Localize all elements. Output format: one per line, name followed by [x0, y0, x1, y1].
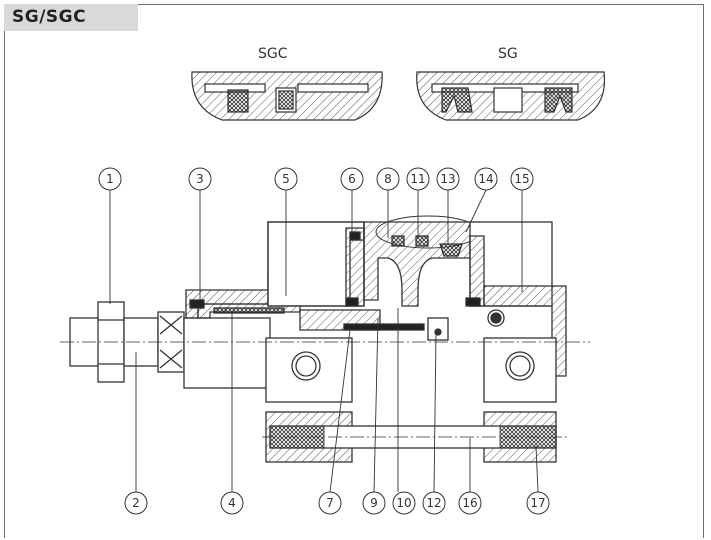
variant-label-sg: SG [498, 46, 518, 62]
callout-8 [376, 167, 400, 191]
cylinder-section [60, 215, 590, 463]
callout-11 [406, 167, 430, 191]
callout-3 [188, 167, 212, 191]
callout-10 [392, 491, 416, 515]
callout-number: 9 [370, 496, 378, 510]
callout-9 [362, 491, 386, 515]
callout-number: 10 [396, 496, 411, 510]
callout-number: 3 [196, 172, 204, 186]
callout-number: 17 [530, 496, 545, 510]
callouts-top [98, 167, 534, 191]
callout-1 [98, 167, 122, 191]
variant-label-sgc: SGC [258, 46, 288, 62]
callout-number: 4 [228, 496, 236, 510]
callout-number: 5 [282, 172, 290, 186]
callout-number: 13 [440, 172, 455, 186]
callout-14 [474, 167, 498, 191]
callout-4 [220, 491, 244, 515]
callout-16 [458, 491, 482, 515]
callout-number: 16 [462, 496, 477, 510]
callout-number: 7 [326, 496, 334, 510]
callout-numbers-top: 1 3 5 6 8 11 13 14 15 [106, 172, 529, 186]
callout-number: 15 [514, 172, 529, 186]
leader-lines [109, 189, 539, 493]
callout-number: 6 [348, 172, 356, 186]
callout-12 [422, 491, 446, 515]
callout-5 [274, 167, 298, 191]
callout-number: 1 [106, 172, 114, 186]
figure-frame [4, 4, 704, 538]
callout-number: 8 [384, 172, 392, 186]
sg-seal-detail [416, 71, 606, 121]
callout-13 [436, 167, 460, 191]
callout-number: 2 [132, 496, 140, 510]
callout-numbers-bottom: 2 4 7 9 10 12 16 17 [132, 496, 545, 510]
callout-number: 14 [478, 172, 493, 186]
page-title: SG/SGC [4, 4, 138, 31]
callouts-bottom [124, 491, 550, 515]
callout-7 [318, 491, 342, 515]
callout-number: 12 [426, 496, 441, 510]
callout-number: 11 [410, 172, 425, 186]
callout-6 [340, 167, 364, 191]
sgc-seal-detail [191, 71, 383, 121]
callout-2 [124, 491, 148, 515]
callout-17 [526, 491, 550, 515]
callout-15 [510, 167, 534, 191]
